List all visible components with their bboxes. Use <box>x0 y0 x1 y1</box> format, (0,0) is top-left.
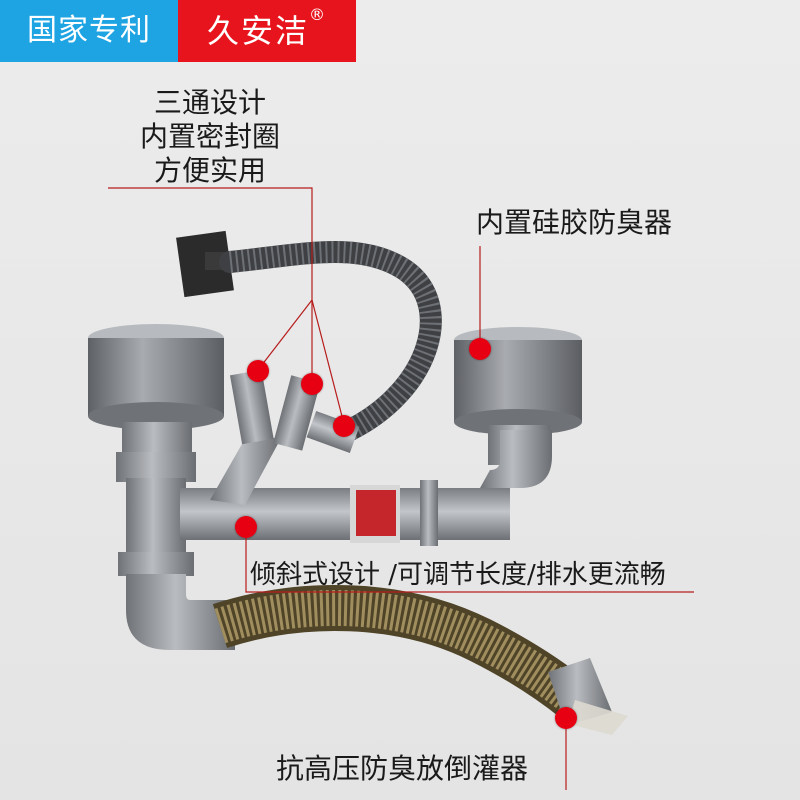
left-trap <box>118 478 235 650</box>
tee-branch <box>210 369 360 505</box>
slope-design-label: 倾斜式设计 /可调节长度/排水更流畅 <box>250 560 666 590</box>
marker-slope <box>235 516 257 538</box>
marker-tee-right <box>333 415 355 437</box>
registered-mark: ® <box>309 5 327 24</box>
anti-pressure-label: 抗高压防臭放倒灌器 <box>276 752 529 785</box>
marker-valve <box>555 707 577 729</box>
corrugated-hose <box>212 585 590 719</box>
callout-lines <box>108 187 694 790</box>
tee-design-line-3: 方便实用 <box>153 154 266 187</box>
tee-design-line-1: 三通设计 <box>153 86 266 119</box>
silicone-deodorizer-label: 内置硅胶防臭器 <box>476 206 673 239</box>
brand-name: 久安洁 <box>206 12 309 50</box>
patent-badge-text: 国家专利 <box>27 13 151 48</box>
marker-deodorizer <box>469 338 491 360</box>
overflow-hose <box>176 230 442 441</box>
patent-badge: 国家专利 <box>0 0 178 62</box>
left-strainer <box>88 324 224 482</box>
tee-design-label: 三通设计 内置密封圈 方便实用 <box>110 86 310 188</box>
marker-tee-middle <box>301 373 323 395</box>
brand-badge: 久安洁® <box>178 0 356 62</box>
marker-tee-left <box>247 360 269 382</box>
tee-design-line-2: 内置密封圈 <box>139 120 280 153</box>
